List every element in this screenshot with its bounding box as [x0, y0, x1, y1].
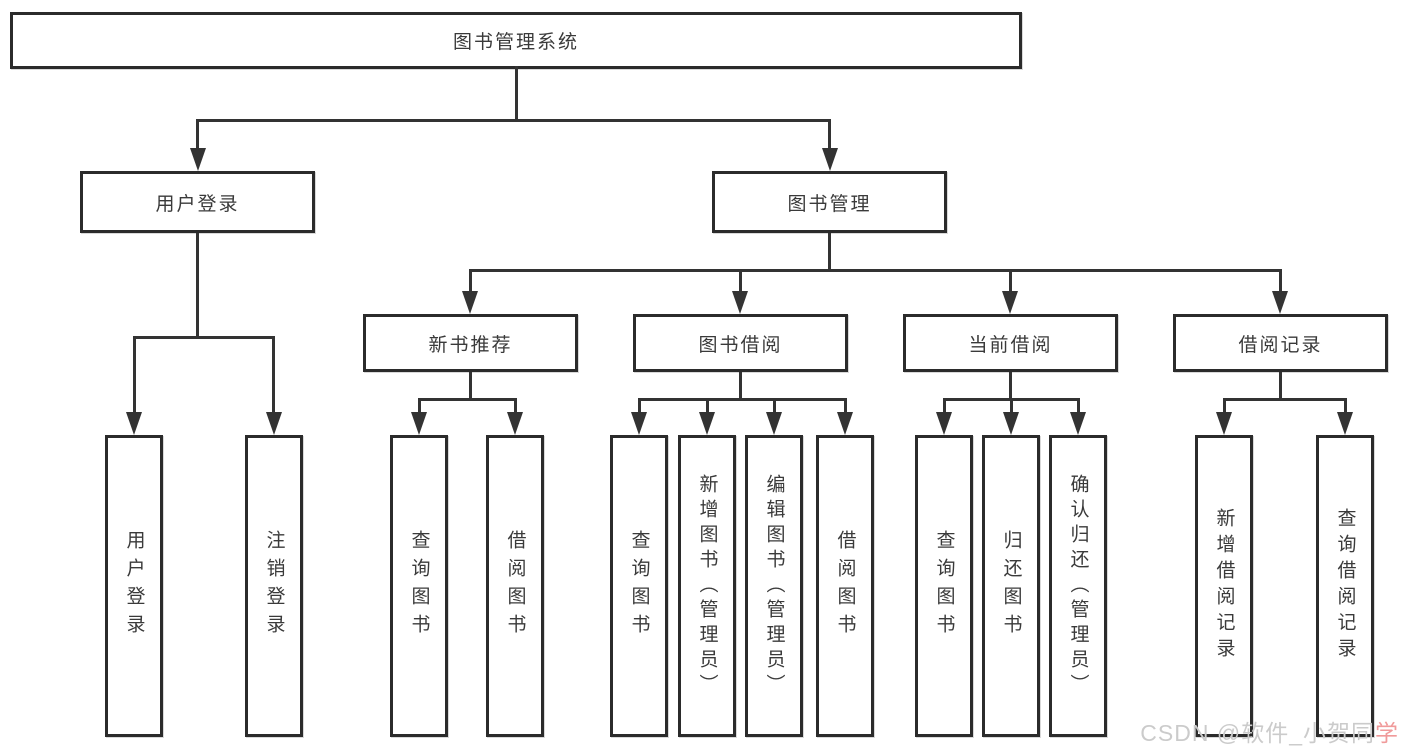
- connector-line: [469, 269, 472, 293]
- arrow-down-icon: [732, 291, 748, 314]
- connector-line: [514, 398, 517, 414]
- connector-line: [739, 269, 742, 293]
- leaf-cb-query-books: 查询图书: [915, 435, 973, 737]
- node-borrow-records-label: 借阅记录: [1238, 334, 1323, 356]
- arrow-down-icon: [462, 291, 478, 314]
- leaf-cb-query-books-label: 查询图书: [933, 530, 955, 642]
- connector-line: [1223, 398, 1226, 414]
- leaf-bb-borrow-books: 借阅图书: [816, 435, 874, 737]
- connector-line: [418, 398, 517, 401]
- node-new-book-recommend-label: 新书推荐: [428, 334, 513, 356]
- leaf-cb-confirm-return-admin: 确认归还（管理员）: [1049, 435, 1107, 737]
- node-root-label: 图书管理系统: [452, 32, 579, 53]
- leaf-br-query-record: 查询借阅记录: [1316, 435, 1374, 737]
- leaf-bb-add-books-admin-label: 新增图书（管理员）: [696, 473, 718, 699]
- leaf-cb-confirm-return-admin-label: 确认归还（管理员）: [1067, 473, 1089, 699]
- arrow-down-icon: [631, 412, 647, 435]
- arrow-down-icon: [266, 412, 282, 435]
- connector-line: [773, 398, 776, 414]
- connector-line: [1279, 372, 1282, 401]
- connector-line: [196, 233, 199, 337]
- arrow-down-icon: [936, 412, 952, 435]
- connector-line: [196, 119, 199, 151]
- connector-line: [196, 119, 830, 122]
- arrow-down-icon: [837, 412, 853, 435]
- leaf-user-login-label: 用户登录: [123, 530, 145, 642]
- leaf-nb-borrow-books: 借阅图书: [486, 435, 544, 737]
- arrow-down-icon: [1337, 412, 1353, 435]
- node-current-borrow-label: 当前借阅: [968, 334, 1053, 356]
- watermark-text: CSDN @软件_小贺同: [1140, 720, 1375, 746]
- arrow-down-icon: [766, 412, 782, 435]
- node-book-borrow-label: 图书借阅: [698, 334, 783, 356]
- arrow-down-icon: [507, 412, 523, 435]
- connector-line: [828, 119, 831, 151]
- node-current-borrow: 当前借阅: [903, 314, 1118, 372]
- arrow-down-icon: [1070, 412, 1086, 435]
- connector-line: [1223, 398, 1347, 401]
- leaf-nb-borrow-books-label: 借阅图书: [504, 530, 526, 642]
- leaf-cb-return-books: 归还图书: [982, 435, 1040, 737]
- node-new-book-recommend: 新书推荐: [363, 314, 578, 372]
- arrow-down-icon: [1002, 291, 1018, 314]
- leaf-nb-query-books-label: 查询图书: [408, 530, 430, 642]
- arrow-down-icon: [822, 148, 838, 171]
- connector-line: [469, 269, 1282, 272]
- connector-line: [1279, 269, 1282, 293]
- leaf-bb-query-books-label: 查询图书: [628, 530, 650, 642]
- node-root: 图书管理系统: [10, 12, 1022, 69]
- arrow-down-icon: [126, 412, 142, 435]
- connector-line: [418, 398, 421, 414]
- connector-line: [1344, 398, 1347, 414]
- connector-line: [943, 398, 946, 414]
- arrow-down-icon: [190, 148, 206, 171]
- connector-line: [1010, 398, 1013, 414]
- node-borrow-records: 借阅记录: [1173, 314, 1388, 372]
- node-user-login-label: 用户登录: [155, 193, 240, 215]
- leaf-bb-borrow-books-label: 借阅图书: [834, 530, 856, 642]
- leaf-bb-add-books-admin: 新增图书（管理员）: [678, 435, 736, 737]
- connector-line: [272, 336, 275, 414]
- leaf-logout-label: 注销登录: [263, 530, 285, 642]
- node-user-login: 用户登录: [80, 171, 315, 233]
- arrow-down-icon: [699, 412, 715, 435]
- connector-line: [133, 336, 136, 414]
- connector-line: [828, 233, 831, 271]
- leaf-nb-query-books: 查询图书: [390, 435, 448, 737]
- leaf-bb-query-books: 查询图书: [610, 435, 668, 737]
- connector-line: [1009, 372, 1012, 401]
- leaf-logout: 注销登录: [245, 435, 303, 737]
- arrow-down-icon: [1216, 412, 1232, 435]
- connector-line: [1077, 398, 1080, 414]
- connector-line: [739, 372, 742, 401]
- leaf-br-add-record: 新增借阅记录: [1195, 435, 1253, 737]
- connector-line: [844, 398, 847, 414]
- leaf-bb-edit-books-admin-label: 编辑图书（管理员）: [763, 473, 785, 699]
- node-book-management: 图书管理: [712, 171, 947, 233]
- node-book-management-label: 图书管理: [787, 193, 872, 215]
- arrow-down-icon: [1272, 291, 1288, 314]
- leaf-user-login: 用户登录: [105, 435, 163, 737]
- leaf-cb-return-books-label: 归还图书: [1000, 530, 1022, 642]
- watermark: CSDN @软件_小贺同学: [1140, 714, 1399, 747]
- connector-line: [638, 398, 641, 414]
- leaf-bb-edit-books-admin: 编辑图书（管理员）: [745, 435, 803, 737]
- connector-line: [1009, 269, 1012, 293]
- watermark-accent-text: 学: [1375, 720, 1399, 746]
- arrow-down-icon: [1003, 412, 1019, 435]
- connector-line: [515, 66, 518, 120]
- leaf-br-add-record-label: 新增借阅记录: [1213, 508, 1235, 664]
- node-book-borrow: 图书借阅: [633, 314, 848, 372]
- connector-line: [706, 398, 709, 414]
- connector-line: [638, 398, 846, 401]
- connector-line: [133, 336, 275, 339]
- arrow-down-icon: [411, 412, 427, 435]
- connector-line: [469, 372, 472, 401]
- leaf-br-query-record-label: 查询借阅记录: [1334, 508, 1356, 664]
